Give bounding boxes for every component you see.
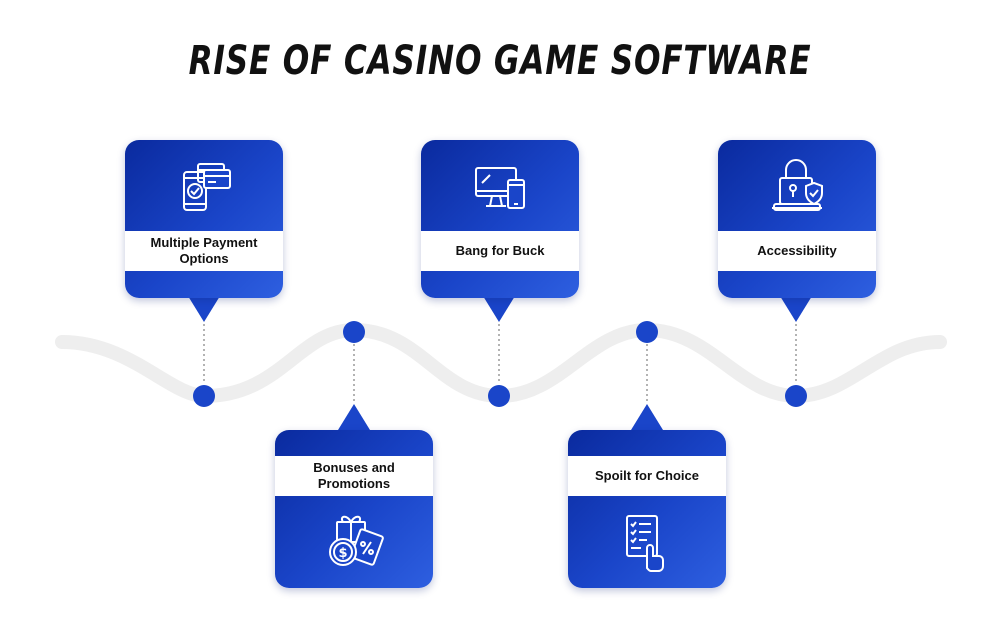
timeline-dot xyxy=(488,385,510,407)
pointer-down xyxy=(188,296,220,322)
card-label-band: Accessibility xyxy=(718,231,876,271)
svg-text:$: $ xyxy=(338,546,347,561)
card-label: Bang for Buck xyxy=(455,243,545,258)
timeline-dot xyxy=(636,321,658,343)
card-spoilt-for-choice: Spoilt for Choice xyxy=(568,430,726,588)
card-label: Accessibility xyxy=(757,243,837,258)
timeline-dot xyxy=(193,385,215,407)
pointer-down xyxy=(483,296,515,322)
mobile-payment-icon xyxy=(183,163,231,211)
card-label: Bonuses and Promotions xyxy=(313,460,395,491)
pointer-up xyxy=(631,404,663,430)
card-label: Multiple Payment Options xyxy=(150,235,258,266)
pointer-down xyxy=(780,296,812,322)
secure-laptop-icon xyxy=(772,159,823,211)
checklist-hand-icon xyxy=(626,515,664,572)
timeline-dot xyxy=(785,385,807,407)
page-title: RISE OF CASINO GAME SOFTWARE xyxy=(188,38,812,84)
timeline-dot xyxy=(343,321,365,343)
card-accessibility: Accessibility xyxy=(718,140,876,298)
card-bonuses-and-promotions: Bonuses and Promotions $ xyxy=(275,430,433,588)
pointer-up xyxy=(338,404,370,430)
card-bang-for-buck: Bang for Buck xyxy=(421,140,579,298)
card-label-band: Bonuses and Promotions xyxy=(275,456,433,496)
desktop-mobile-icon xyxy=(475,167,525,209)
gift-coupon-icon: $ xyxy=(329,515,384,566)
card-multiple-payment-options: Multiple Payment Options xyxy=(125,140,283,298)
card-label-band: Multiple Payment Options xyxy=(125,231,283,271)
card-label: Spoilt for Choice xyxy=(595,468,699,483)
card-label-band: Bang for Buck xyxy=(421,231,579,271)
card-label-band: Spoilt for Choice xyxy=(568,456,726,496)
